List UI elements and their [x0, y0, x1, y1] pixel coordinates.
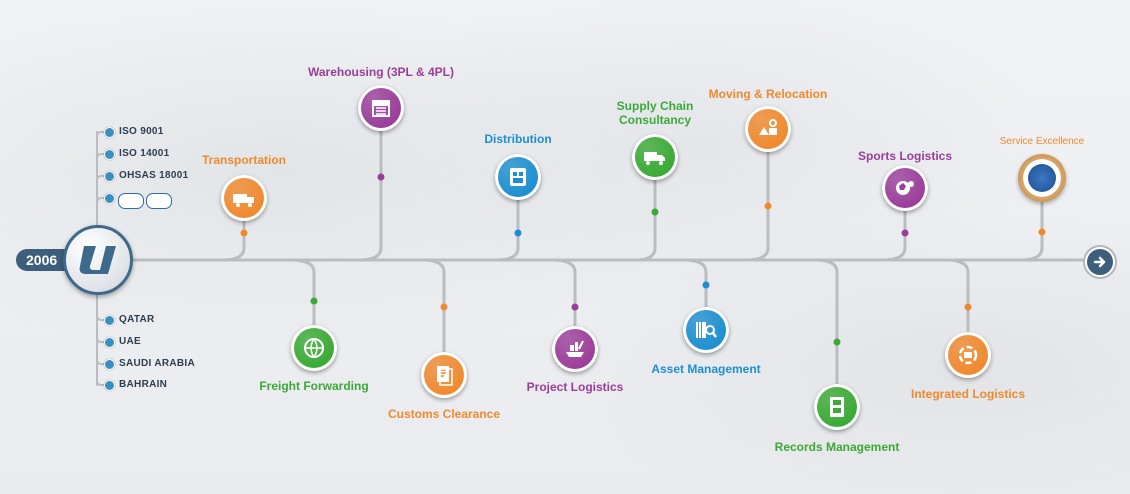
service-node-distribution[interactable] — [495, 154, 541, 200]
service-label: Freight Forwarding — [259, 379, 369, 393]
barcode-scan-icon — [696, 322, 717, 338]
truck-icon — [233, 194, 254, 207]
next-arrow-button[interactable] — [1085, 247, 1115, 277]
certification-label: ISO 14001 — [119, 148, 170, 159]
region-bullet-icon — [104, 337, 115, 348]
cert-bullet-icon — [104, 127, 115, 138]
node-dot — [571, 303, 579, 311]
region-bullet-icon — [104, 359, 115, 370]
records-icon — [830, 397, 844, 417]
connector-line — [813, 258, 839, 387]
connector-line — [880, 208, 907, 262]
globe-icon — [304, 338, 324, 359]
cert-bullet-icon — [104, 149, 115, 160]
connector-line — [943, 258, 970, 335]
service-label: Project Logistics — [526, 380, 624, 394]
award-seal-icon — [1028, 164, 1056, 192]
service-node-supply-chain-consultancy[interactable] — [632, 134, 678, 180]
cert-bullet-icon — [104, 193, 115, 204]
service-node-warehousing-3pl-4pl[interactable] — [358, 85, 404, 131]
service-node-customs-clearance[interactable] — [421, 352, 467, 398]
connector-line — [96, 315, 107, 321]
relocation-icon — [759, 119, 777, 135]
region-label: QATAR — [119, 314, 155, 325]
node-dot — [702, 281, 710, 289]
service-label: Records Management — [774, 440, 900, 454]
service-node-freight-forwarding[interactable] — [291, 325, 337, 371]
service-label: Integrated Logistics — [910, 387, 1026, 401]
node-dot — [651, 208, 659, 216]
delivery-truck-icon — [644, 152, 665, 165]
connector-line — [96, 359, 107, 365]
certification-label: ISO 9001 — [119, 126, 164, 137]
connector-line — [96, 175, 107, 181]
connector-line — [220, 218, 246, 262]
connector-line — [96, 197, 107, 203]
service-label: Service Excellence — [999, 136, 1085, 147]
connector-line — [494, 197, 520, 262]
connector-line — [1018, 198, 1044, 262]
connector-line — [633, 177, 657, 262]
service-label: Customs Clearance — [387, 407, 501, 421]
ship-icon — [566, 340, 584, 357]
node-dot — [1038, 228, 1046, 236]
node-dot — [901, 229, 909, 237]
node-dot — [377, 173, 385, 181]
connector-line — [96, 153, 107, 159]
region-label: UAE — [119, 336, 142, 347]
region-bullet-icon — [104, 315, 115, 326]
service-label: Distribution — [484, 132, 552, 146]
service-excellence-award-icon — [1018, 154, 1066, 202]
sports-icon — [896, 181, 914, 195]
service-node-transportation[interactable] — [221, 175, 267, 221]
cert-logo-icon — [118, 193, 144, 209]
node-dot — [964, 303, 972, 311]
connector-line — [550, 258, 577, 329]
certification-label: OHSAS 18001 — [119, 170, 189, 181]
connector-line — [681, 258, 708, 310]
region-bullet-icon — [104, 380, 115, 391]
service-node-asset-management[interactable] — [683, 307, 729, 353]
service-label: Sports Logistics — [857, 149, 953, 163]
connector-line — [96, 131, 107, 137]
cert-bullet-icon — [104, 171, 115, 182]
service-label: Moving & Relocation — [708, 87, 828, 101]
connector-line — [744, 149, 770, 262]
connector-line — [288, 258, 316, 328]
connector-line — [420, 258, 446, 355]
service-label: Supply Chain Consultancy — [616, 99, 694, 127]
connector-line — [356, 128, 383, 262]
node-dot — [514, 229, 522, 237]
service-label: Asset Management — [651, 362, 761, 376]
node-dot — [440, 303, 448, 311]
connector-line — [96, 380, 107, 386]
service-label: Warehousing (3PL & 4PL) — [307, 65, 455, 79]
cert-logo-icon — [146, 193, 172, 209]
integration-icon — [958, 345, 978, 365]
service-label: Transportation — [201, 153, 287, 167]
node-dot — [764, 202, 772, 210]
service-node-project-logistics[interactable] — [552, 326, 598, 372]
connector-line — [96, 337, 107, 343]
region-label: BAHRAIN — [119, 379, 168, 390]
warehouse-icon — [372, 100, 390, 117]
service-node-records-management[interactable] — [814, 384, 860, 430]
node-dot — [310, 297, 318, 305]
node-dot — [833, 338, 841, 346]
logo-mark-icon — [79, 246, 116, 274]
service-node-moving-relocation[interactable] — [745, 106, 791, 152]
service-node-sports-logistics[interactable] — [882, 165, 928, 211]
service-node-integrated-logistics[interactable] — [945, 332, 991, 378]
distribution-icon — [510, 168, 526, 186]
arrow-right-icon — [1093, 256, 1106, 268]
company-logo — [63, 225, 133, 295]
documents-icon — [437, 366, 453, 386]
node-dot — [240, 229, 248, 237]
region-label: SAUDI ARABIA — [119, 358, 196, 369]
